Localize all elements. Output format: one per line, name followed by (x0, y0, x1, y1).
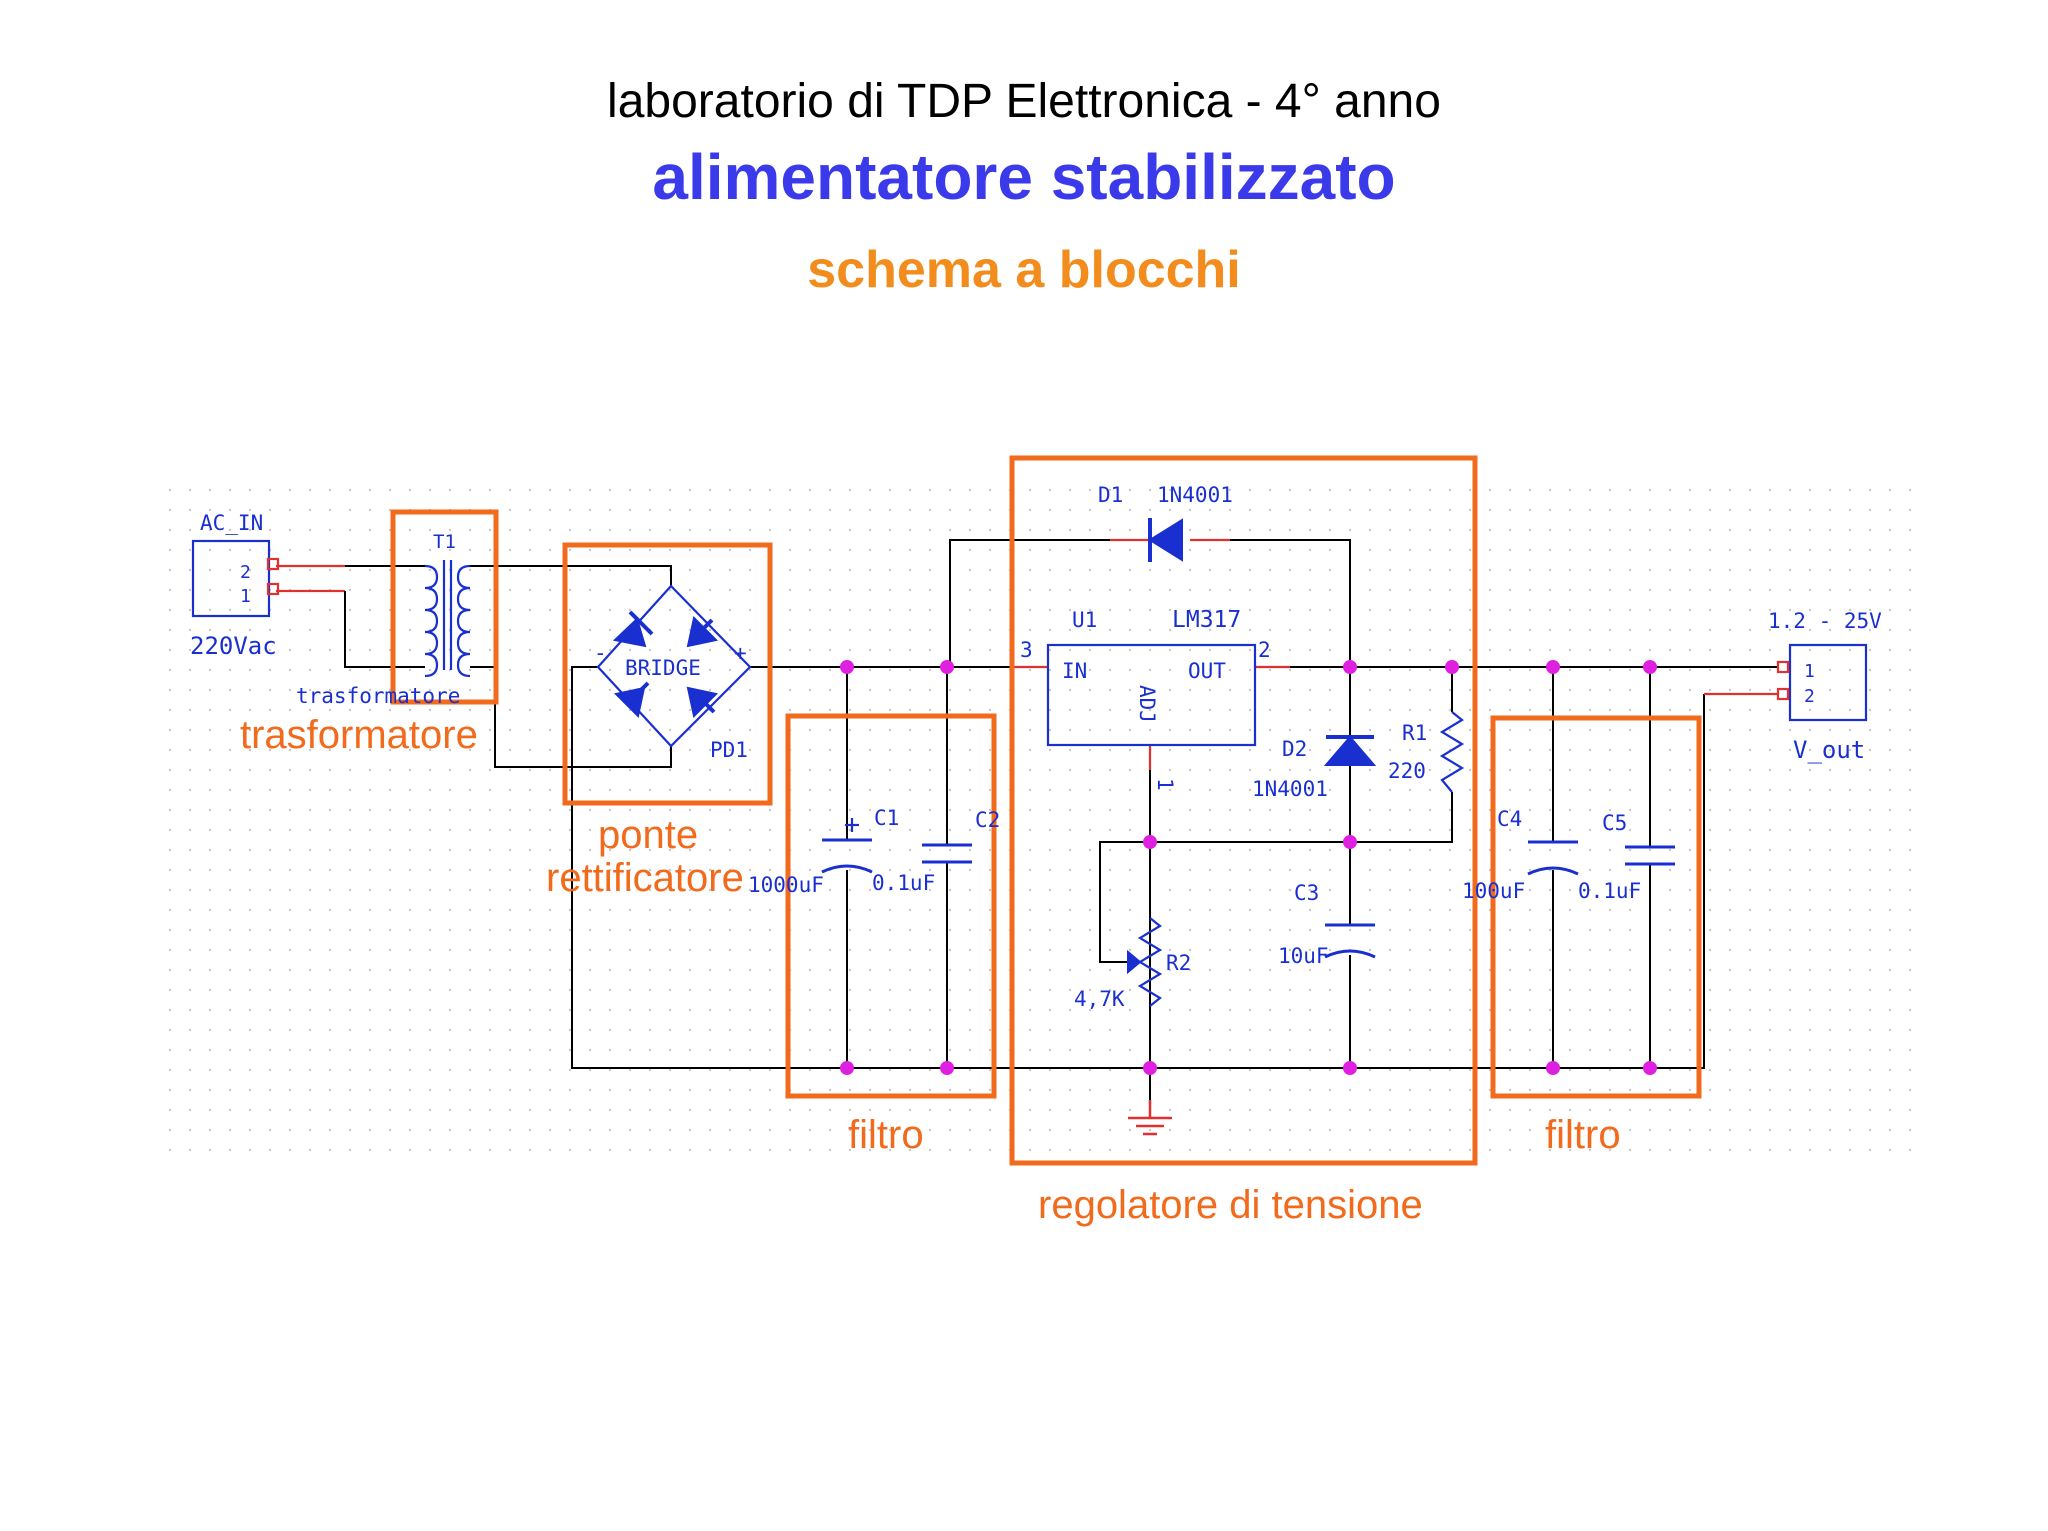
label-r1: R1 (1402, 721, 1427, 745)
label-out: OUT (1188, 659, 1226, 683)
page-header-line: laboratorio di TDP Elettronica - 4° anno (607, 75, 1441, 128)
label-d1: D1 (1098, 483, 1123, 507)
wires (276, 538, 1778, 1118)
label-ac-in: AC_IN (200, 511, 263, 535)
annotation-ponte: ponte (598, 813, 698, 857)
vout-connector (1776, 643, 1868, 722)
capacitor-c1 (821, 818, 873, 874)
diode-d1 (1148, 518, 1183, 562)
label-t1-name: trasformatore (296, 684, 460, 708)
label-d2-value: 1N4001 (1252, 777, 1328, 801)
annotation-filtro-left: filtro (848, 1113, 924, 1157)
label-vout-range: 1.2 - 25V (1768, 609, 1882, 633)
capacitor-c2 (922, 843, 972, 864)
label-ac-pin1: 1 (240, 586, 251, 607)
resistor-r1 (1439, 711, 1465, 793)
label-bridge-minus: - (594, 641, 607, 665)
label-c2: C2 (975, 808, 1000, 832)
annotation-regolatore: regolatore di tensione (1038, 1183, 1423, 1227)
label-r2: R2 (1166, 951, 1191, 975)
annotation-rettificatore: rettificatore (546, 856, 744, 900)
block-annotations: trasformatore ponte rettificatore filtro… (240, 713, 1621, 1227)
label-c3-value: 10uF (1278, 944, 1329, 968)
box-ponte (562, 542, 773, 806)
label-u1-value: LM317 (1172, 607, 1241, 633)
label-pin2: 2 (1258, 638, 1271, 662)
label-vout: V_out (1793, 736, 1865, 764)
dot-grid (165, 485, 1925, 1155)
label-vout-pin1: 1 (1804, 661, 1815, 682)
label-ac-pin2: 2 (240, 562, 251, 583)
label-bridge: BRIDGE (625, 656, 701, 680)
label-vout-pin2: 2 (1804, 686, 1815, 707)
label-d1-value: 1N4001 (1157, 483, 1233, 507)
label-t1: T1 (433, 531, 456, 553)
label-c5-value: 0.1uF (1578, 879, 1641, 903)
ac-in-connector (191, 539, 280, 618)
label-pin3: 3 (1020, 638, 1033, 662)
block-boxes (390, 455, 1702, 1166)
label-bridge-plus: + (734, 641, 747, 665)
box-filtro-left (785, 713, 997, 1099)
label-in: IN (1062, 659, 1087, 683)
label-c2-value: 0.1uF (872, 871, 935, 895)
label-pin1: 1 (1153, 778, 1177, 791)
label-c5: C5 (1602, 811, 1627, 835)
label-c4: C4 (1497, 807, 1522, 831)
annotation-trasformatore: trasformatore (240, 713, 478, 757)
label-adj: ADJ (1135, 685, 1159, 723)
potentiometer-r2 (1127, 917, 1163, 1007)
label-r2-value: 4,7K (1074, 987, 1125, 1011)
bridge-rectifier-pd1 (596, 584, 752, 748)
label-c1-value: 1000uF (748, 873, 824, 897)
component-labels: AC_IN 2 1 220Vac T1 trasformatore BRIDGE… (190, 483, 1882, 1011)
box-trasformatore (390, 509, 499, 705)
page-subtitle: schema a blocchi (807, 241, 1241, 299)
page-title: alimentatore stabilizzato (652, 141, 1396, 213)
label-u1: U1 (1072, 608, 1097, 632)
label-ac-voltage: 220Vac (190, 632, 277, 660)
label-r1-value: 220 (1388, 759, 1426, 783)
label-c3: C3 (1294, 881, 1319, 905)
diode-d2 (1323, 735, 1377, 766)
regulator-u1 (1046, 643, 1257, 747)
label-c4-value: 100uF (1462, 879, 1525, 903)
box-regolatore (1009, 455, 1478, 1166)
box-filtro-right (1490, 715, 1702, 1099)
label-d2: D2 (1282, 737, 1307, 761)
capacitor-c3 (1324, 923, 1376, 959)
label-pd1: PD1 (710, 738, 748, 762)
capacitor-c4 (1527, 840, 1579, 876)
junction-nodes (840, 660, 1657, 1075)
transformer-t1 (424, 560, 471, 678)
ground-icon (1128, 1100, 1172, 1136)
label-c1: C1 (874, 806, 899, 830)
capacitor-c5 (1625, 845, 1675, 866)
annotation-filtro-right: filtro (1545, 1113, 1621, 1157)
